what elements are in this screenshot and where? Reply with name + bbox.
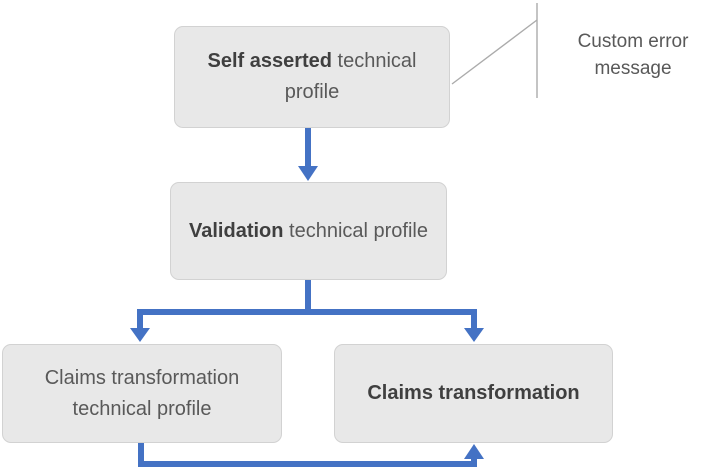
node-label: Self asserted technical profile	[185, 46, 439, 108]
node-validation-technical-profile: Validation technical profile	[170, 182, 447, 280]
node-label: Claims transformation	[367, 378, 579, 409]
callout-leader-lines	[451, 3, 538, 98]
node-label-bold: Self asserted	[207, 50, 332, 72]
node-label-bold: Claims transformation	[367, 382, 580, 404]
node-claims-transformation: Claims transformation	[334, 344, 613, 443]
arrow-validation-branch	[130, 280, 484, 342]
arrow-claims-tp-to-claims	[138, 443, 484, 467]
node-label: Claims transformation technical profile	[44, 366, 240, 420]
node-claims-transformation-technical-profile: Claims transformation technical profile	[2, 344, 282, 443]
callout-custom-error-message: Custom error message	[577, 31, 689, 79]
node-self-asserted-technical-profile: Self asserted technical profile	[174, 26, 450, 128]
node-label-rest: technical profile	[284, 50, 417, 103]
arrow-self-to-validation	[298, 128, 318, 181]
node-label: Validation technical profile	[189, 216, 428, 247]
node-label-bold: Validation	[189, 219, 284, 242]
node-label-rest: technical profile	[283, 219, 428, 242]
